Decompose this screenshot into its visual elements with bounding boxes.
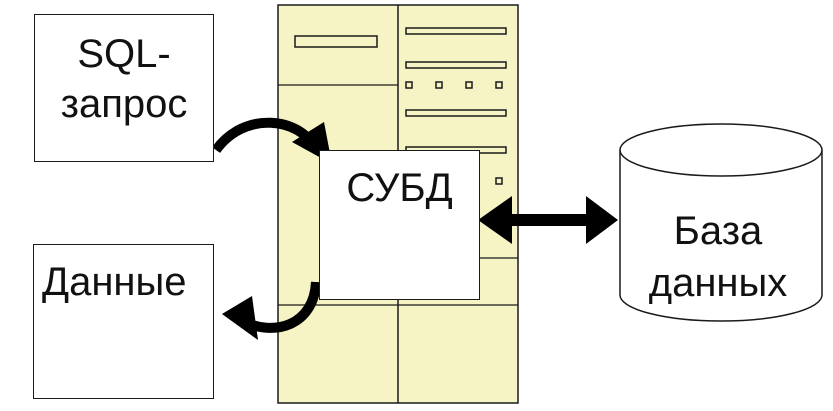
database-label: База данных [618,205,818,309]
dbms-box: СУБД [319,150,480,300]
result-arrow [222,281,321,340]
exchange-double-arrow [478,196,618,244]
database-label-line1: База [673,209,763,253]
sql-query-label-line1: SQL- [77,32,171,76]
dbms-label: СУБД [346,166,453,210]
data-box: Данные [33,244,214,399]
sql-query-label-line2: запрос [60,82,188,126]
sql-query-box: SQL- запрос [34,14,214,162]
data-label: Данные [42,260,187,304]
database-cylinder-icon [619,123,823,322]
database-label-line2: данных [648,261,788,305]
